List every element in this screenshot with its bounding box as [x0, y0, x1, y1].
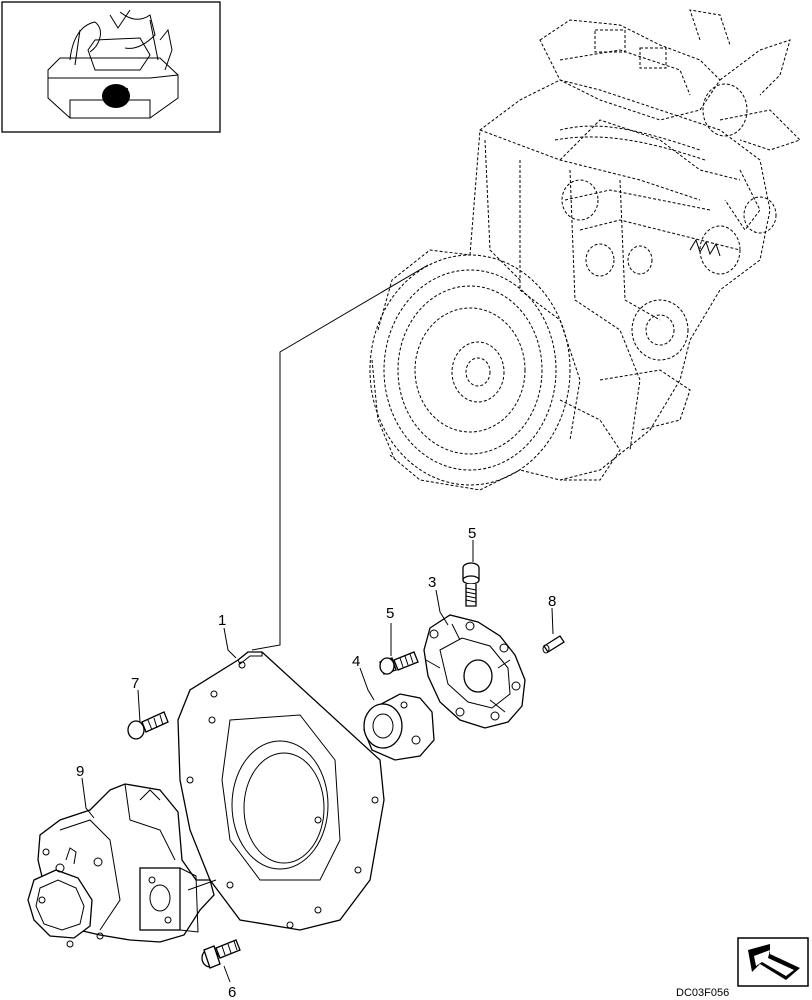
cap-screw-pump	[201, 939, 241, 969]
callout-5-lower: 5	[386, 605, 394, 622]
callouts: 1 3 4 5 5 6 7 8 9	[76, 525, 556, 1000]
leader-line-plate-to-engine	[251, 264, 429, 651]
adapter-plate	[177, 651, 385, 931]
callout-8: 8	[548, 593, 556, 610]
callout-4: 4	[352, 653, 360, 670]
engine-phantom-outline	[369, 9, 801, 491]
machine-locator-thumbnail	[1, 1, 221, 133]
callout-1: 1	[218, 612, 226, 629]
roll-pin	[542, 635, 565, 654]
callout-9: 9	[76, 763, 84, 780]
leader-lines	[81, 540, 554, 983]
callout-5-upper: 5	[468, 525, 476, 542]
figure-code: DC03F056	[676, 987, 729, 999]
next-page-arrow-icon[interactable]	[737, 937, 809, 987]
coupling-hub	[363, 693, 435, 761]
cap-screw-lower	[379, 651, 419, 675]
cap-screw-upper	[462, 562, 480, 607]
cap-screw-plate	[127, 711, 169, 740]
callout-6: 6	[228, 984, 236, 1000]
callout-7: 7	[131, 675, 139, 692]
callout-3: 3	[428, 574, 436, 591]
hydraulic-pump	[27, 783, 217, 948]
flexible-coupling	[423, 614, 526, 729]
